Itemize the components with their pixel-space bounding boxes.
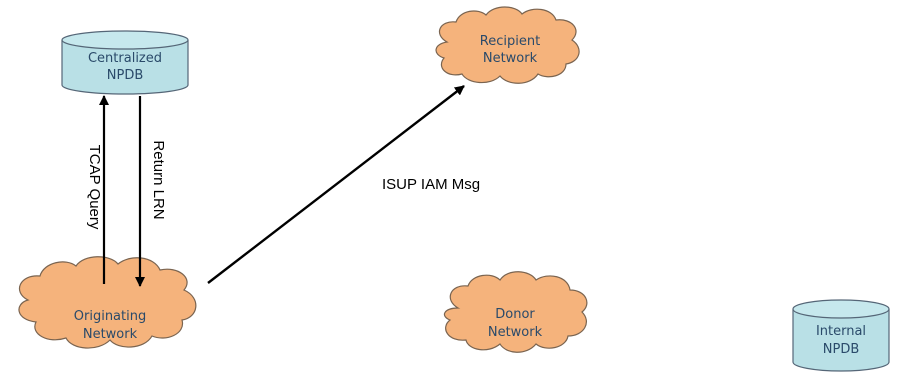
originating-network-node: Originating Network: [18, 256, 197, 349]
cloud-icon: [443, 271, 588, 353]
return-lrn-label: Return LRN: [150, 140, 167, 219]
database-cylinder-icon: [792, 309, 890, 372]
isup-iam-arrow: [207, 85, 465, 284]
centralized-npdb-node: Centralized NPDB: [61, 30, 189, 95]
recipient-network-node: Recipient Network: [435, 6, 580, 84]
donor-network-label-line1: Donor: [495, 307, 535, 322]
centralized-npdb-label-line2: NPDB: [107, 68, 144, 83]
donor-network-node: Donor Network: [443, 271, 588, 353]
centralized-npdb-label-line1: Centralized: [88, 51, 162, 66]
originating-network-label-line2: Network: [83, 327, 138, 342]
originating-network-label-line1: Originating: [74, 309, 146, 324]
cloud-icon: [18, 256, 197, 349]
recipient-network-label-line2: Network: [483, 51, 538, 66]
cloud-icon: [435, 6, 580, 84]
database-cylinder-top: [792, 299, 890, 319]
donor-network-label-line2: Network: [488, 325, 543, 340]
internal-npdb-label-line1: Internal: [816, 324, 866, 339]
isup-iam-label: ISUP IAM Msg: [382, 176, 480, 193]
database-cylinder-top: [61, 30, 189, 50]
internal-npdb-label-line2: NPDB: [823, 342, 860, 357]
tcap-query-label: TCAP Query: [86, 145, 103, 230]
internal-npdb-node: Internal NPDB: [792, 299, 890, 372]
database-cylinder-icon: [61, 40, 189, 95]
recipient-network-label-line1: Recipient: [480, 34, 540, 49]
